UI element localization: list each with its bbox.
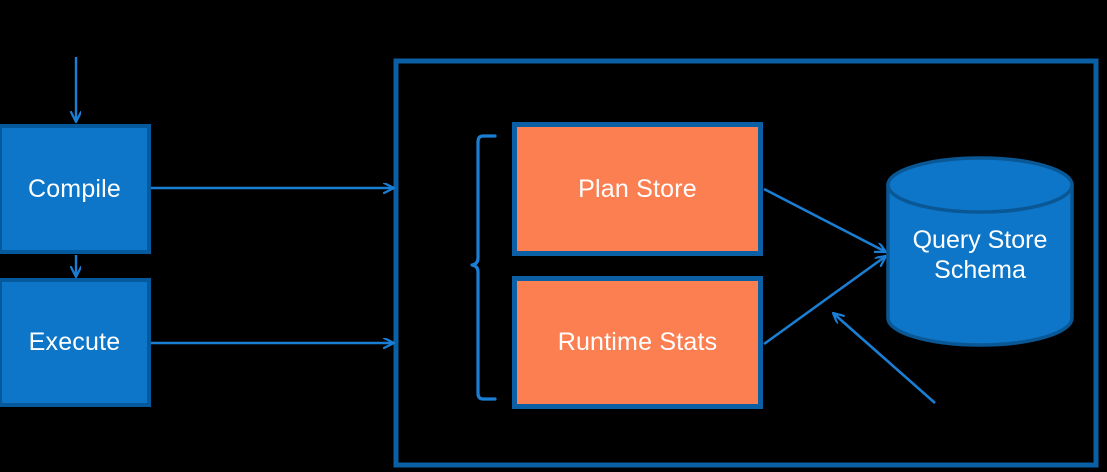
plan-store-box[interactable]: Plan Store — [512, 122, 763, 256]
edge-plan-store-to-schema — [763, 187, 886, 254]
grouping-brace — [470, 134, 497, 401]
runtime-stats-label: Runtime Stats — [557, 328, 718, 357]
compile-label: Compile — [27, 174, 122, 203]
plan-store-label: Plan Store — [578, 174, 697, 203]
edge-external-to-schema — [833, 313, 936, 404]
query-store-schema-text: Query Store Schema — [912, 226, 1048, 284]
query-store-schema-label: Query Store Schema — [888, 215, 1072, 295]
runtime-stats-box[interactable]: Runtime Stats — [512, 276, 763, 409]
compile-box[interactable]: Compile — [0, 124, 151, 254]
edge-runtime-stats-to-schema — [763, 256, 886, 346]
execute-label: Execute — [28, 328, 121, 357]
execute-box[interactable]: Execute — [0, 278, 151, 407]
query-store-container — [393, 58, 1099, 468]
query-store-schema-cylinder — [886, 156, 1074, 347]
